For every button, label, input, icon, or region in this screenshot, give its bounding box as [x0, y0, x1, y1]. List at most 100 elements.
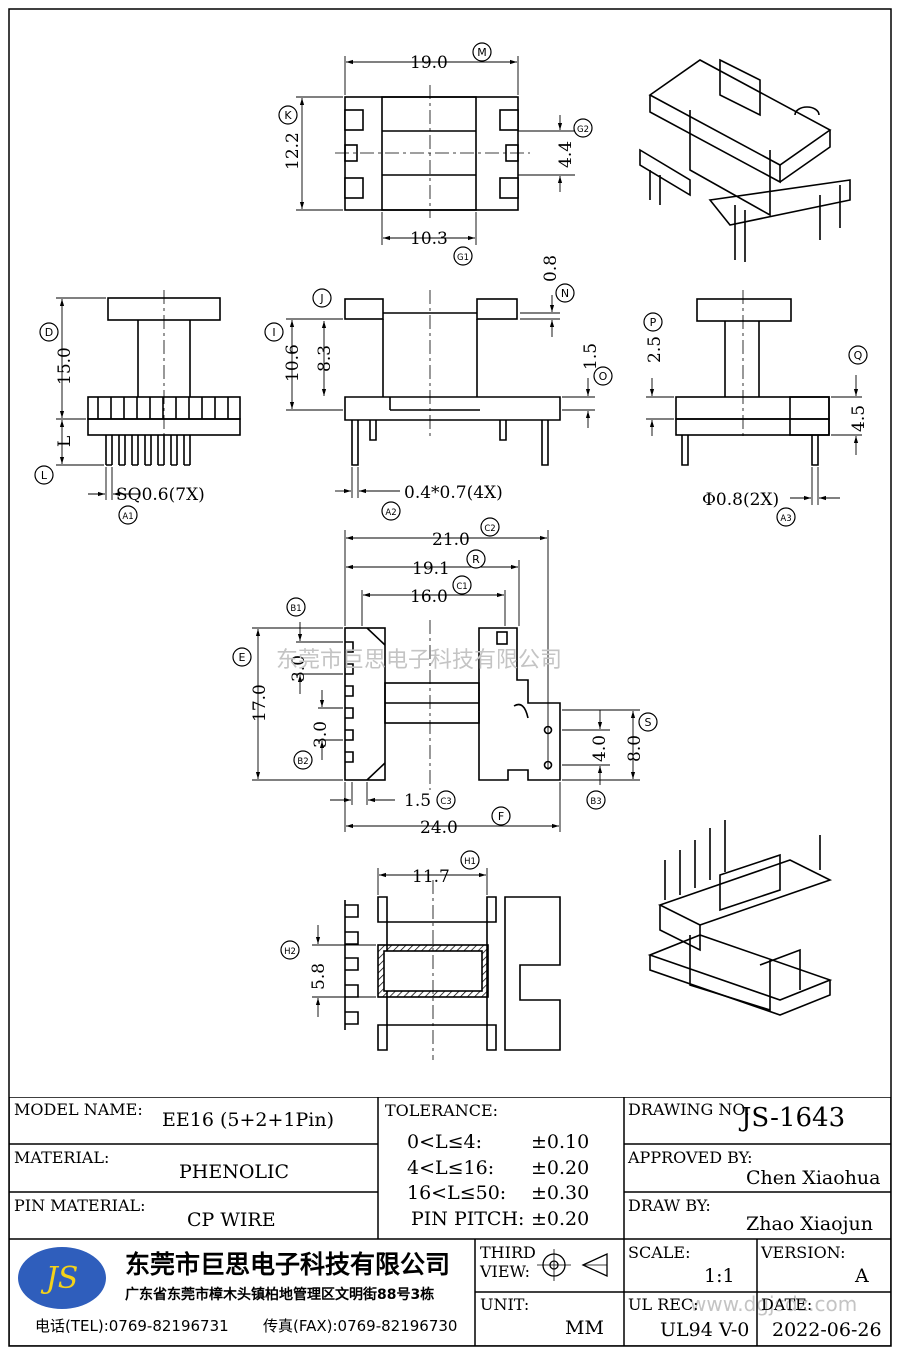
callout-label: G1 — [457, 253, 469, 263]
dim-21-0: 21.0 — [432, 530, 470, 550]
date-value: 2022-06-26 — [772, 1319, 882, 1341]
callout-label: H1 — [464, 857, 476, 867]
company-phone: 电话(TEL):0769-82196731 — [35, 1317, 229, 1335]
callout-g1: G1 — [453, 246, 473, 266]
dim-8-3: 8.3 — [315, 345, 335, 372]
company-logo-text: JS — [45, 1260, 79, 1296]
tol-range-2: 4<L≤16: — [407, 1157, 495, 1179]
tol-value-2: ±0.20 — [531, 1157, 590, 1179]
tolerance-label: TOLERANCE: — [385, 1101, 499, 1120]
right-side-view — [675, 290, 830, 466]
callout-d: D — [39, 322, 59, 342]
dim-10-6: 10.6 — [283, 344, 303, 382]
approved-by-label: APPROVED BY: — [628, 1148, 753, 1167]
company-logo: JS — [18, 1247, 106, 1309]
watermark-site: www.dgjsdz.com — [690, 1292, 858, 1316]
dim-04x07: 0.4*0.7(4X) — [404, 483, 503, 503]
drawing-border — [8, 8, 892, 1347]
ul-rec-value: UL94 V-0 — [660, 1319, 750, 1341]
callout-h2: H2 — [280, 940, 300, 960]
dim-0-8: 0.8 — [541, 255, 561, 282]
dim-L: L — [55, 436, 75, 447]
callout-l: L — [34, 465, 54, 485]
isometric-view-top — [639, 58, 851, 262]
ul-rec-label: UL REC: — [628, 1295, 699, 1314]
dim-4-5: 4.5 — [849, 405, 869, 432]
callout-label: I — [272, 326, 275, 339]
dim-17-0: 17.0 — [250, 684, 270, 722]
tol-value-3: ±0.30 — [531, 1182, 590, 1204]
dim-phi08: Φ0.8(2X) — [702, 490, 779, 510]
drawing-no-label: DRAWING NO. — [628, 1100, 750, 1119]
callout-c2: C2 — [480, 517, 500, 537]
callout-label: R — [472, 553, 480, 566]
tol-range-1: 0<L≤4: — [407, 1131, 483, 1153]
unit-value: MM — [565, 1317, 604, 1339]
callout-c1: C1 — [452, 575, 472, 595]
callout-f: F — [491, 806, 511, 826]
callout-label: B2 — [297, 757, 308, 767]
left-side-view — [87, 290, 241, 466]
callout-k: K — [278, 105, 298, 125]
version-label: VERSION: — [761, 1243, 846, 1262]
isometric-view-bottom — [647, 820, 833, 1016]
callout-h1: H1 — [460, 850, 480, 870]
callout-label: B3 — [590, 797, 601, 807]
company-address: 广东省东莞市樟木头镇柏地管理区文明街88号3栋 — [125, 1287, 435, 1303]
dim-19-0: 19.0 — [410, 53, 448, 73]
callout-b1: B1 — [286, 597, 306, 617]
dim-4-4: 4.4 — [556, 141, 576, 168]
dim-3-0b: 3.0 — [311, 721, 331, 748]
dim-12-2: 12.2 — [283, 132, 303, 170]
model-name-value: EE16 (5+2+1Pin) — [162, 1109, 334, 1131]
callout-e: E — [232, 647, 252, 667]
callout-i: I — [264, 322, 284, 342]
callout-label: E — [239, 651, 246, 664]
dim-10-3: 10.3 — [410, 229, 448, 249]
material-value: PHENOLIC — [179, 1161, 290, 1183]
callout-label: A2 — [385, 508, 396, 518]
callout-label: A1 — [122, 512, 133, 522]
draw-by-label: DRAW BY: — [628, 1196, 711, 1215]
dim-2-5: 2.5 — [645, 336, 665, 363]
tol-range-4: PIN PITCH: — [411, 1208, 525, 1230]
callout-c3: C3 — [436, 790, 456, 810]
dim-24-0: 24.0 — [420, 818, 458, 838]
dim-16-0: 16.0 — [410, 587, 448, 607]
dim-8-0: 8.0 — [625, 735, 645, 762]
approved-by-value: Chen Xiaohua — [746, 1167, 881, 1189]
callout-label: H2 — [284, 947, 296, 957]
dimension-labels: 19.0 12.2 4.4 10.3 0.8 15.0 L SQ0.6(7X) … — [55, 53, 869, 990]
scale-label: SCALE: — [628, 1243, 691, 1262]
unit-label: UNIT: — [480, 1295, 530, 1314]
callout-label: C3 — [440, 797, 451, 807]
callout-label: O — [599, 370, 608, 383]
dim-5-8: 5.8 — [309, 963, 329, 990]
front-view — [344, 290, 561, 466]
pin-material-label: PIN MATERIAL: — [14, 1196, 146, 1215]
callout-label: L — [41, 469, 48, 482]
callout-g2: G2 — [573, 118, 593, 138]
callout-label: S — [645, 716, 652, 729]
top-view — [335, 85, 530, 218]
dim-11-7: 11.7 — [412, 867, 450, 887]
company-fax: 传真(FAX):0769-82196730 — [263, 1317, 458, 1335]
pin-material-value: CP WIRE — [187, 1209, 276, 1231]
callout-label: J — [319, 292, 323, 305]
scale-value: 1:1 — [704, 1265, 735, 1287]
version-value: A — [855, 1265, 869, 1287]
callout-label: C1 — [456, 582, 467, 592]
title-block: MODEL NAME: EE16 (5+2+1Pin) MATERIAL: PH… — [9, 1097, 891, 1346]
callout-label: D — [45, 326, 53, 339]
third-view-label: THIRD VIEW: — [480, 1243, 536, 1281]
dim-1-5: 1.5 — [581, 343, 601, 370]
date-label: DATE: — [761, 1295, 813, 1314]
material-label: MATERIAL: — [14, 1148, 110, 1167]
callout-label: M — [477, 46, 487, 59]
callout-label: A3 — [780, 514, 791, 524]
callout-r: R — [466, 549, 486, 569]
tol-value-1: ±0.10 — [531, 1131, 590, 1153]
callout-s: S — [638, 712, 658, 732]
